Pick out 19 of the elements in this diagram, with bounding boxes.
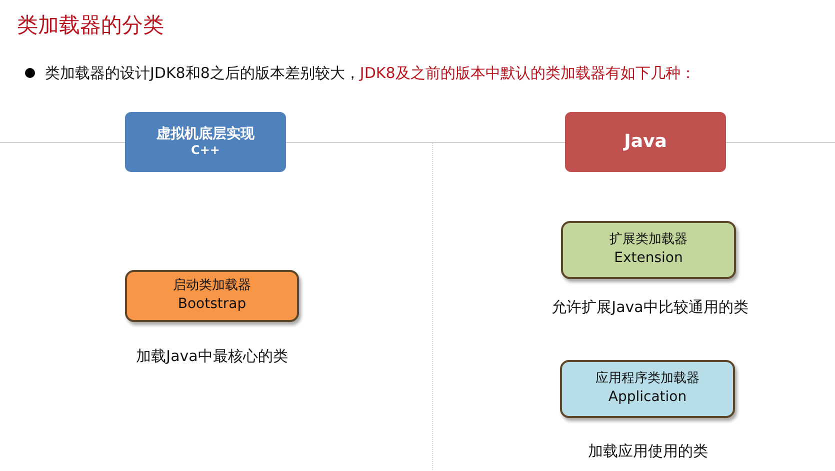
box-subtitle: C++ <box>191 143 220 159</box>
bullet-text: 类加载器的设计JDK8和8之后的版本差别较大，JDK8及之前的版本中默认的类加载器有如下几种： <box>45 63 696 84</box>
box-title: Java <box>624 130 667 154</box>
process-box <box>125 270 299 322</box>
box-subtitle: Application <box>608 388 687 407</box>
process-box <box>561 221 736 279</box>
box-title: 扩展类加载器 <box>610 232 688 250</box>
caption-text: 加载应用使用的类 <box>588 441 708 461</box>
caption-text: 加载Java中最核心的类 <box>136 346 288 366</box>
header-box <box>125 112 286 172</box>
box-title: 应用程序类加载器 <box>596 371 700 388</box>
process-box <box>560 360 735 418</box>
header-box <box>565 112 726 172</box>
box-subtitle: Bootstrap <box>178 295 246 314</box>
box-title: 虚拟机底层实现 <box>156 125 254 144</box>
box-title: 启动类加载器 <box>173 278 251 296</box>
caption-text: 允许扩展Java中比较通用的类 <box>552 297 748 317</box>
page-title: 类加载器的分类 <box>17 12 164 39</box>
box-subtitle: Extension <box>614 249 683 268</box>
